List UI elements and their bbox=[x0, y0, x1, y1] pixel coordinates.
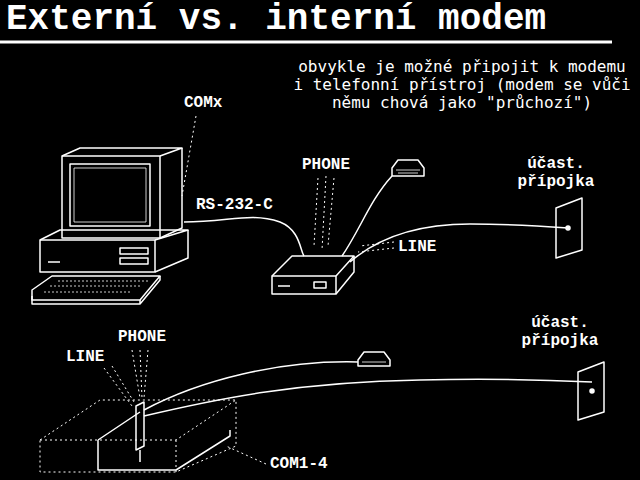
telephone bbox=[392, 160, 424, 176]
connector-name: PHONE bbox=[302, 156, 350, 174]
leader-lines bbox=[104, 350, 266, 464]
external-modem bbox=[272, 256, 354, 294]
connector-name: LINE bbox=[398, 238, 436, 256]
socket-point bbox=[590, 389, 594, 393]
phone-line bbox=[144, 379, 592, 416]
port-name: COM1-4 bbox=[270, 455, 328, 473]
phone-line bbox=[350, 224, 568, 262]
connector-name: LINE bbox=[66, 348, 104, 366]
connector-name: PHONE bbox=[118, 328, 166, 346]
serial-cable bbox=[184, 218, 304, 256]
socket-point bbox=[566, 226, 570, 230]
socket-label: účast. přípojka bbox=[508, 155, 604, 191]
phone-cord bbox=[144, 362, 358, 410]
interface-name: RS-232-C bbox=[196, 196, 273, 214]
wall-socket bbox=[556, 198, 582, 258]
computer bbox=[32, 148, 188, 304]
note: obvykle je možné připojit k modemu i tel… bbox=[290, 58, 634, 112]
leader-lines bbox=[182, 116, 394, 252]
phone-cord bbox=[342, 176, 392, 256]
socket-label: účast. přípojka bbox=[512, 314, 608, 350]
telephone bbox=[358, 352, 390, 366]
internal-modem bbox=[40, 400, 236, 472]
port-name: COMx bbox=[184, 94, 222, 112]
title-underline bbox=[0, 41, 612, 44]
title: Externí vs. interní modem bbox=[6, 0, 546, 40]
wall-socket bbox=[578, 362, 604, 420]
